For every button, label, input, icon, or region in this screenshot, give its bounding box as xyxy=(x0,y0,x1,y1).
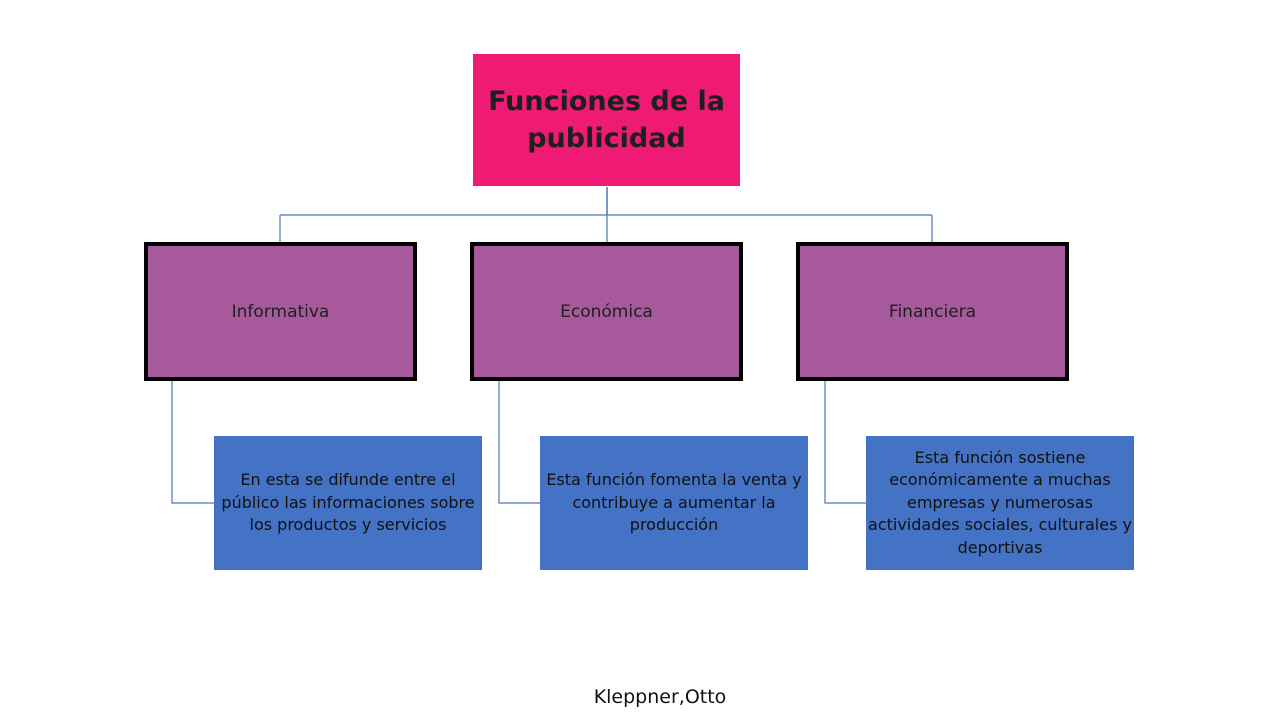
function-node-financiera: Financiera xyxy=(796,242,1069,381)
function-label: Informativa xyxy=(231,301,330,322)
description-node-informativa: En esta se difunde entre el público las … xyxy=(214,436,482,570)
description-node-financiera: Esta función sostiene económicamente a m… xyxy=(866,436,1134,570)
connector-economica-description xyxy=(498,381,540,504)
function-label: Económica xyxy=(560,301,653,322)
function-node-economica: Económica xyxy=(470,242,743,381)
author-credit: Kleppner,Otto xyxy=(593,686,727,708)
function-node-informativa: Informativa xyxy=(144,242,417,381)
root-node: Funciones de la publicidad xyxy=(473,54,740,186)
connector-financiera-description xyxy=(824,381,866,504)
description-text: Esta función sostiene económicamente a m… xyxy=(868,448,1132,557)
description-text: En esta se difunde entre el público las … xyxy=(221,470,475,535)
connector-informativa-description xyxy=(171,381,214,504)
description-node-economica: Esta función fomenta la venta y contribu… xyxy=(540,436,808,570)
function-label: Financiera xyxy=(888,301,977,322)
root-label: Funciones de la publicidad xyxy=(488,85,725,154)
description-text: Esta función fomenta la venta y contribu… xyxy=(546,470,802,535)
